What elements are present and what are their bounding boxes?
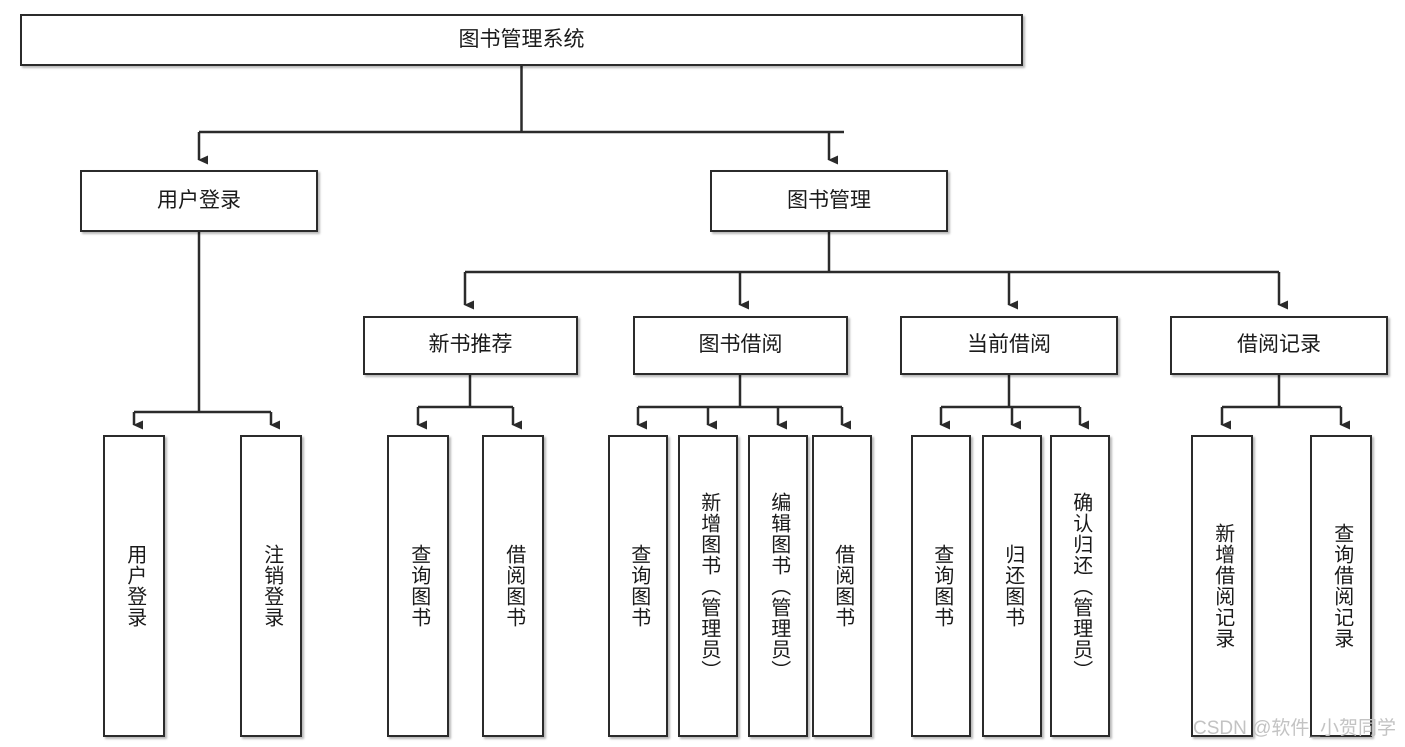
leaf-query-borrow-record[interactable]: 查询借阅记录 bbox=[1310, 435, 1372, 737]
node-book-management-label: 图书管理 bbox=[787, 188, 871, 212]
leaf-return-book-label: 归还图书 bbox=[1001, 544, 1024, 628]
leaf-edit-book-admin[interactable]: 编辑图书（管理员） bbox=[748, 435, 808, 737]
node-current-borrow[interactable]: 当前借阅 bbox=[900, 316, 1118, 375]
leaf-query-book-recommend[interactable]: 查询图书 bbox=[387, 435, 449, 737]
node-book-borrow-label: 图书借阅 bbox=[698, 333, 783, 357]
leaf-borrow-book-recommend[interactable]: 借阅图书 bbox=[482, 435, 544, 737]
leaf-add-borrow-record-label: 新增借阅记录 bbox=[1211, 523, 1234, 649]
leaf-borrow-book-label: 借阅图书 bbox=[831, 544, 854, 628]
node-book-borrow[interactable]: 图书借阅 bbox=[633, 316, 848, 375]
node-new-book-recommend-label: 新书推荐 bbox=[428, 333, 513, 357]
leaf-user-login[interactable]: 用户登录 bbox=[103, 435, 165, 737]
leaf-add-book-admin[interactable]: 新增图书（管理员） bbox=[678, 435, 738, 737]
leaf-confirm-return-admin[interactable]: 确认归还（管理员） bbox=[1050, 435, 1110, 737]
leaf-logout[interactable]: 注销登录 bbox=[240, 435, 302, 737]
leaf-confirm-return-admin-label: 确认归还（管理员） bbox=[1069, 491, 1092, 681]
node-root-label: 图书管理系统 bbox=[458, 27, 585, 51]
node-user-login[interactable]: 用户登录 bbox=[80, 170, 318, 232]
leaf-query-book-recommend-label: 查询图书 bbox=[407, 544, 430, 628]
node-borrow-record-label: 借阅记录 bbox=[1237, 333, 1321, 357]
leaf-user-login-label: 用户登录 bbox=[123, 544, 146, 628]
leaf-query-borrow-record-label: 查询借阅记录 bbox=[1330, 523, 1353, 649]
leaf-query-book-borrow[interactable]: 查询图书 bbox=[608, 435, 668, 737]
leaf-borrow-book-recommend-label: 借阅图书 bbox=[502, 544, 525, 628]
leaf-add-borrow-record[interactable]: 新增借阅记录 bbox=[1191, 435, 1253, 737]
leaf-edit-book-admin-label: 编辑图书（管理员） bbox=[767, 491, 790, 681]
node-borrow-record[interactable]: 借阅记录 bbox=[1170, 316, 1388, 375]
node-root[interactable]: 图书管理系统 bbox=[20, 14, 1023, 66]
leaf-add-book-admin-label: 新增图书（管理员） bbox=[697, 491, 720, 681]
leaf-query-book-current[interactable]: 查询图书 bbox=[911, 435, 971, 737]
leaf-borrow-book[interactable]: 借阅图书 bbox=[812, 435, 872, 737]
node-current-borrow-label: 当前借阅 bbox=[967, 333, 1051, 357]
leaf-logout-label: 注销登录 bbox=[260, 544, 283, 628]
node-user-login-label: 用户登录 bbox=[157, 188, 241, 212]
leaf-query-book-borrow-label: 查询图书 bbox=[627, 544, 650, 628]
node-book-management[interactable]: 图书管理 bbox=[710, 170, 948, 232]
leaf-query-book-current-label: 查询图书 bbox=[930, 544, 953, 628]
node-new-book-recommend[interactable]: 新书推荐 bbox=[363, 316, 578, 375]
leaf-return-book[interactable]: 归还图书 bbox=[982, 435, 1042, 737]
